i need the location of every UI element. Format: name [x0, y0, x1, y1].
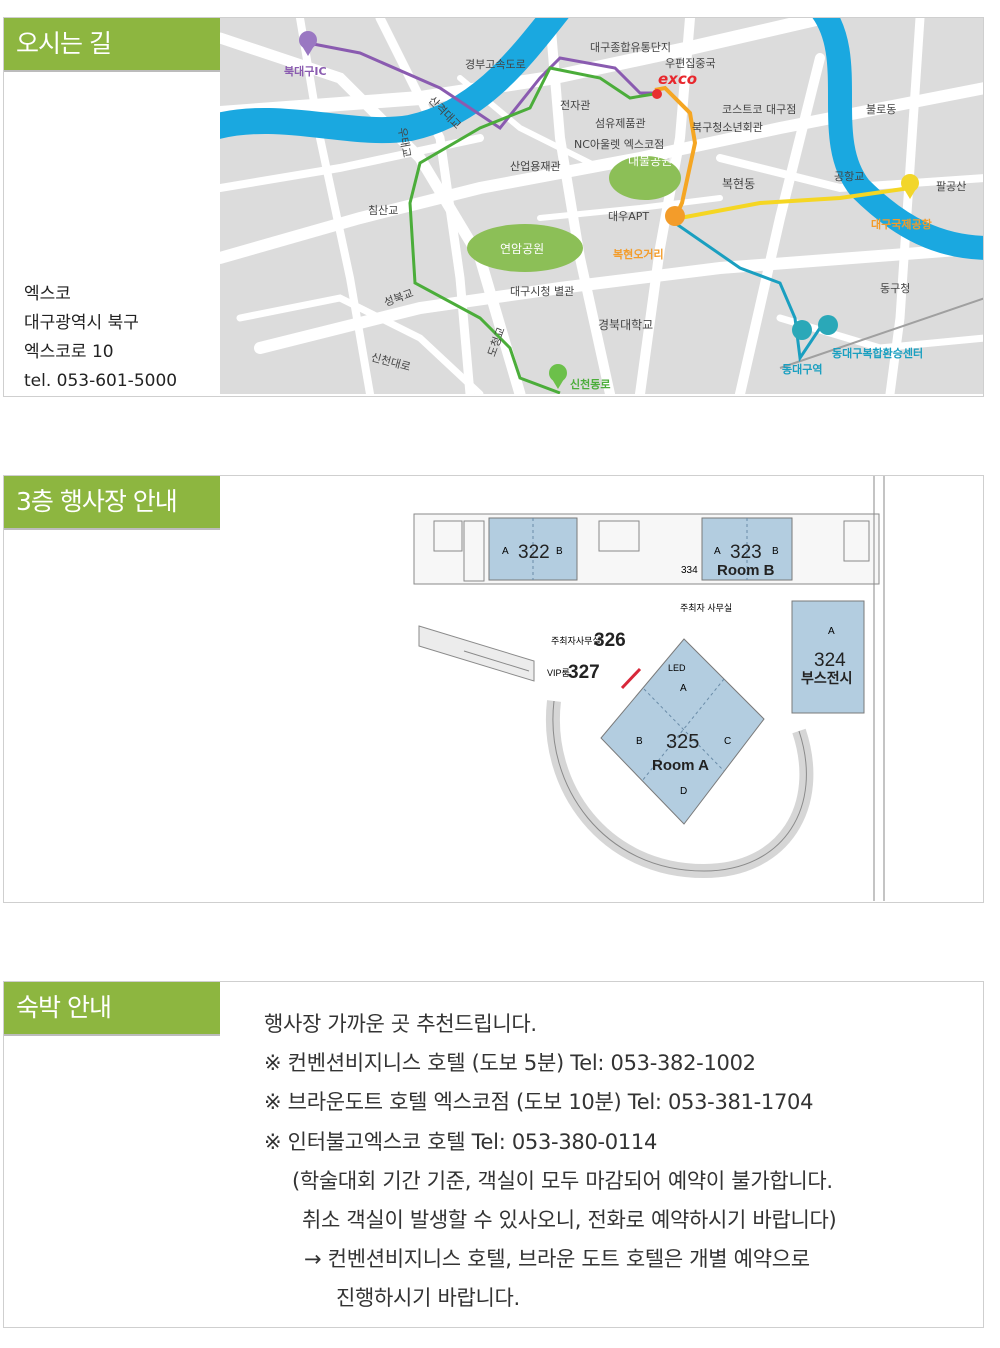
- tab-underline: [4, 1034, 220, 1036]
- hotel-convention: ※ 컨벤션비지니스 호텔 (도보 5분) Tel: 053-382-1002: [264, 1051, 756, 1076]
- label-airport: 대구국제공항: [871, 217, 932, 231]
- lodging-note-2: 취소 객실이 발생할 수 있사오니, 전화로 예약하시기 바랍니다): [302, 1208, 837, 1233]
- label-bokhyeon-5: 복현오거리: [613, 247, 664, 261]
- directions-tab: 오시는 길: [4, 18, 220, 70]
- label-distribution: 대구종합유통단지: [590, 41, 671, 54]
- room-326-label: 주최자사무실: [551, 636, 601, 646]
- label-sincheon-dong: 신천동로: [570, 377, 610, 391]
- room-324[interactable]: [791, 600, 865, 714]
- led-label: LED: [668, 663, 686, 673]
- label-nc-outlet: NC아울렛 엑스코점: [574, 138, 664, 151]
- label-costco: 코스트코 대구점: [722, 103, 796, 116]
- room-323-name: Room B: [717, 562, 775, 579]
- label-post-office: 우편집중국: [665, 57, 716, 70]
- pin-bokhyeon: [665, 206, 685, 226]
- label-dongdaegu-transfer: 동대구복합환승센터: [832, 346, 923, 360]
- lodging-note-3: → 컨벤션비지니스 호텔, 브라운 도트 호텔은 개별 예약으로: [304, 1247, 810, 1272]
- label-utae: 우태교: [395, 126, 413, 158]
- room-322-number: 322: [518, 542, 550, 563]
- lodging-section: 숙박 안내 행사장 가까운 곳 추천드립니다. ※ 컨벤션비지니스 호텔 (도보…: [3, 981, 984, 1328]
- address-name: 엑스코: [24, 284, 71, 304]
- label-knu: 경북대학교: [598, 318, 653, 332]
- route-teal: [674, 221, 822, 363]
- room-326-number: 326: [594, 630, 626, 651]
- hotel-interburgo: ※ 인터불고엑스코 호텔 Tel: 053-380-0114: [264, 1129, 658, 1154]
- label-jeonjagwan: 전자관: [560, 99, 590, 112]
- label-bokhyeon: 복현동: [722, 177, 755, 191]
- floor3-tab: 3층 행사장 안내: [4, 476, 220, 528]
- label-donggu-office: 동구청: [880, 282, 910, 295]
- room-327-label: VIP룸: [547, 668, 570, 678]
- room-325-a: A: [680, 683, 687, 694]
- room-325-c: C: [724, 736, 731, 747]
- pin-airport: [901, 174, 919, 199]
- room-325-b: B: [636, 736, 643, 747]
- label-bullo: 불로동: [866, 103, 896, 116]
- room-325-d: D: [680, 786, 687, 797]
- label-daebul: 대불공원: [628, 154, 672, 168]
- address-tel: tel. 053-601-5000: [24, 371, 178, 391]
- river-sincheon: [220, 18, 569, 144]
- label-airport-bridge: 공항교: [834, 170, 864, 183]
- label-palgong: 팔공산: [936, 180, 966, 193]
- room-322-b: B: [556, 546, 563, 557]
- label-yeonam: 연암공원: [500, 242, 544, 256]
- route-purple: [307, 41, 655, 131]
- river-east: [812, 18, 983, 260]
- route-yellow: [679, 186, 911, 220]
- label-exco: exco: [658, 70, 697, 88]
- pin-transfer: [792, 315, 838, 340]
- road-network: [220, 18, 983, 394]
- floor3-section: 3층 행사장 안내 A 322 B A 323 B Room B 334 주최자…: [3, 475, 984, 903]
- label-dongdaegu-station: 동대구역: [782, 362, 822, 376]
- directions-section: 오시는 길 엑스코 대구광역시 북구 엑스코로 10 tel. 053-601-…: [3, 17, 984, 397]
- room-327-number: 327: [568, 662, 600, 683]
- label-daewoo: 대우APT: [608, 210, 649, 223]
- room-323-b: B: [772, 546, 779, 557]
- address-line1: 대구광역시 북구: [24, 313, 139, 333]
- room-324-number: 324: [814, 650, 846, 671]
- pin-bukdaegu: [299, 31, 317, 56]
- lodging-intro: 행사장 가까운 곳 추천드립니다.: [264, 1012, 537, 1036]
- floor3-plan: A 322 B A 323 B Room B 334 주최자 사무실 A 324…: [413, 476, 885, 901]
- room-325-number: 325: [666, 731, 699, 753]
- lodging-note-4: 진행하시기 바랍니다.: [336, 1286, 520, 1311]
- room-324-a: A: [828, 626, 835, 637]
- led-screen: [620, 667, 642, 690]
- room-323-number: 323: [730, 542, 762, 563]
- tab-underline: [4, 70, 220, 72]
- park-yeonam: [467, 224, 583, 272]
- room-334: 334: [681, 565, 698, 576]
- directions-map: 북대구IC 경부고속도로 대구종합유통단지 우편집중국 exco 전자관 섬유제…: [220, 18, 983, 394]
- address-line2: 엑스코로 10: [24, 342, 114, 362]
- pin-exco: [652, 89, 662, 99]
- route-orange: [654, 85, 698, 219]
- label-city-annex: 대구시청 별관: [510, 285, 574, 298]
- label-chimsan: 침산교: [368, 204, 398, 217]
- room-323-a: A: [714, 546, 721, 557]
- hotel-browndot: ※ 브라운도트 호텔 엑스코점 (도보 10분) Tel: 053-381-17…: [264, 1090, 814, 1115]
- label-youth: 북구청소년회관: [692, 121, 763, 134]
- host-office: 주최자 사무실: [680, 603, 732, 613]
- lodging-text: 행사장 가까운 곳 추천드립니다. ※ 컨벤션비지니스 호텔 (도보 5분) T…: [264, 1005, 837, 1319]
- address-block: 엑스코 대구광역시 북구 엑스코로 10 tel. 053-601-5000: [24, 280, 177, 396]
- lodging-note-1: (학술대회 기간 기준, 객실이 모두 마감되어 예약이 불가합니다.: [292, 1168, 833, 1193]
- lodging-tab: 숙박 안내: [4, 982, 220, 1034]
- room-324-name: 부스전시: [801, 670, 853, 686]
- pin-sincheon: [549, 364, 567, 389]
- escalator: [418, 625, 535, 682]
- park-daebul: [609, 156, 681, 200]
- room-325[interactable]: [600, 638, 765, 825]
- label-bukdaegu-ic: 북대구IC: [284, 64, 327, 78]
- route-green: [408, 66, 661, 394]
- tab-underline: [4, 528, 220, 530]
- label-sanup: 산업용재관: [510, 160, 561, 173]
- label-fiber: 섬유제품관: [595, 117, 646, 130]
- label-gyeongbu: 경부고속도로: [465, 58, 526, 71]
- room-325-name: Room A: [652, 757, 709, 774]
- room-322-a: A: [502, 546, 509, 557]
